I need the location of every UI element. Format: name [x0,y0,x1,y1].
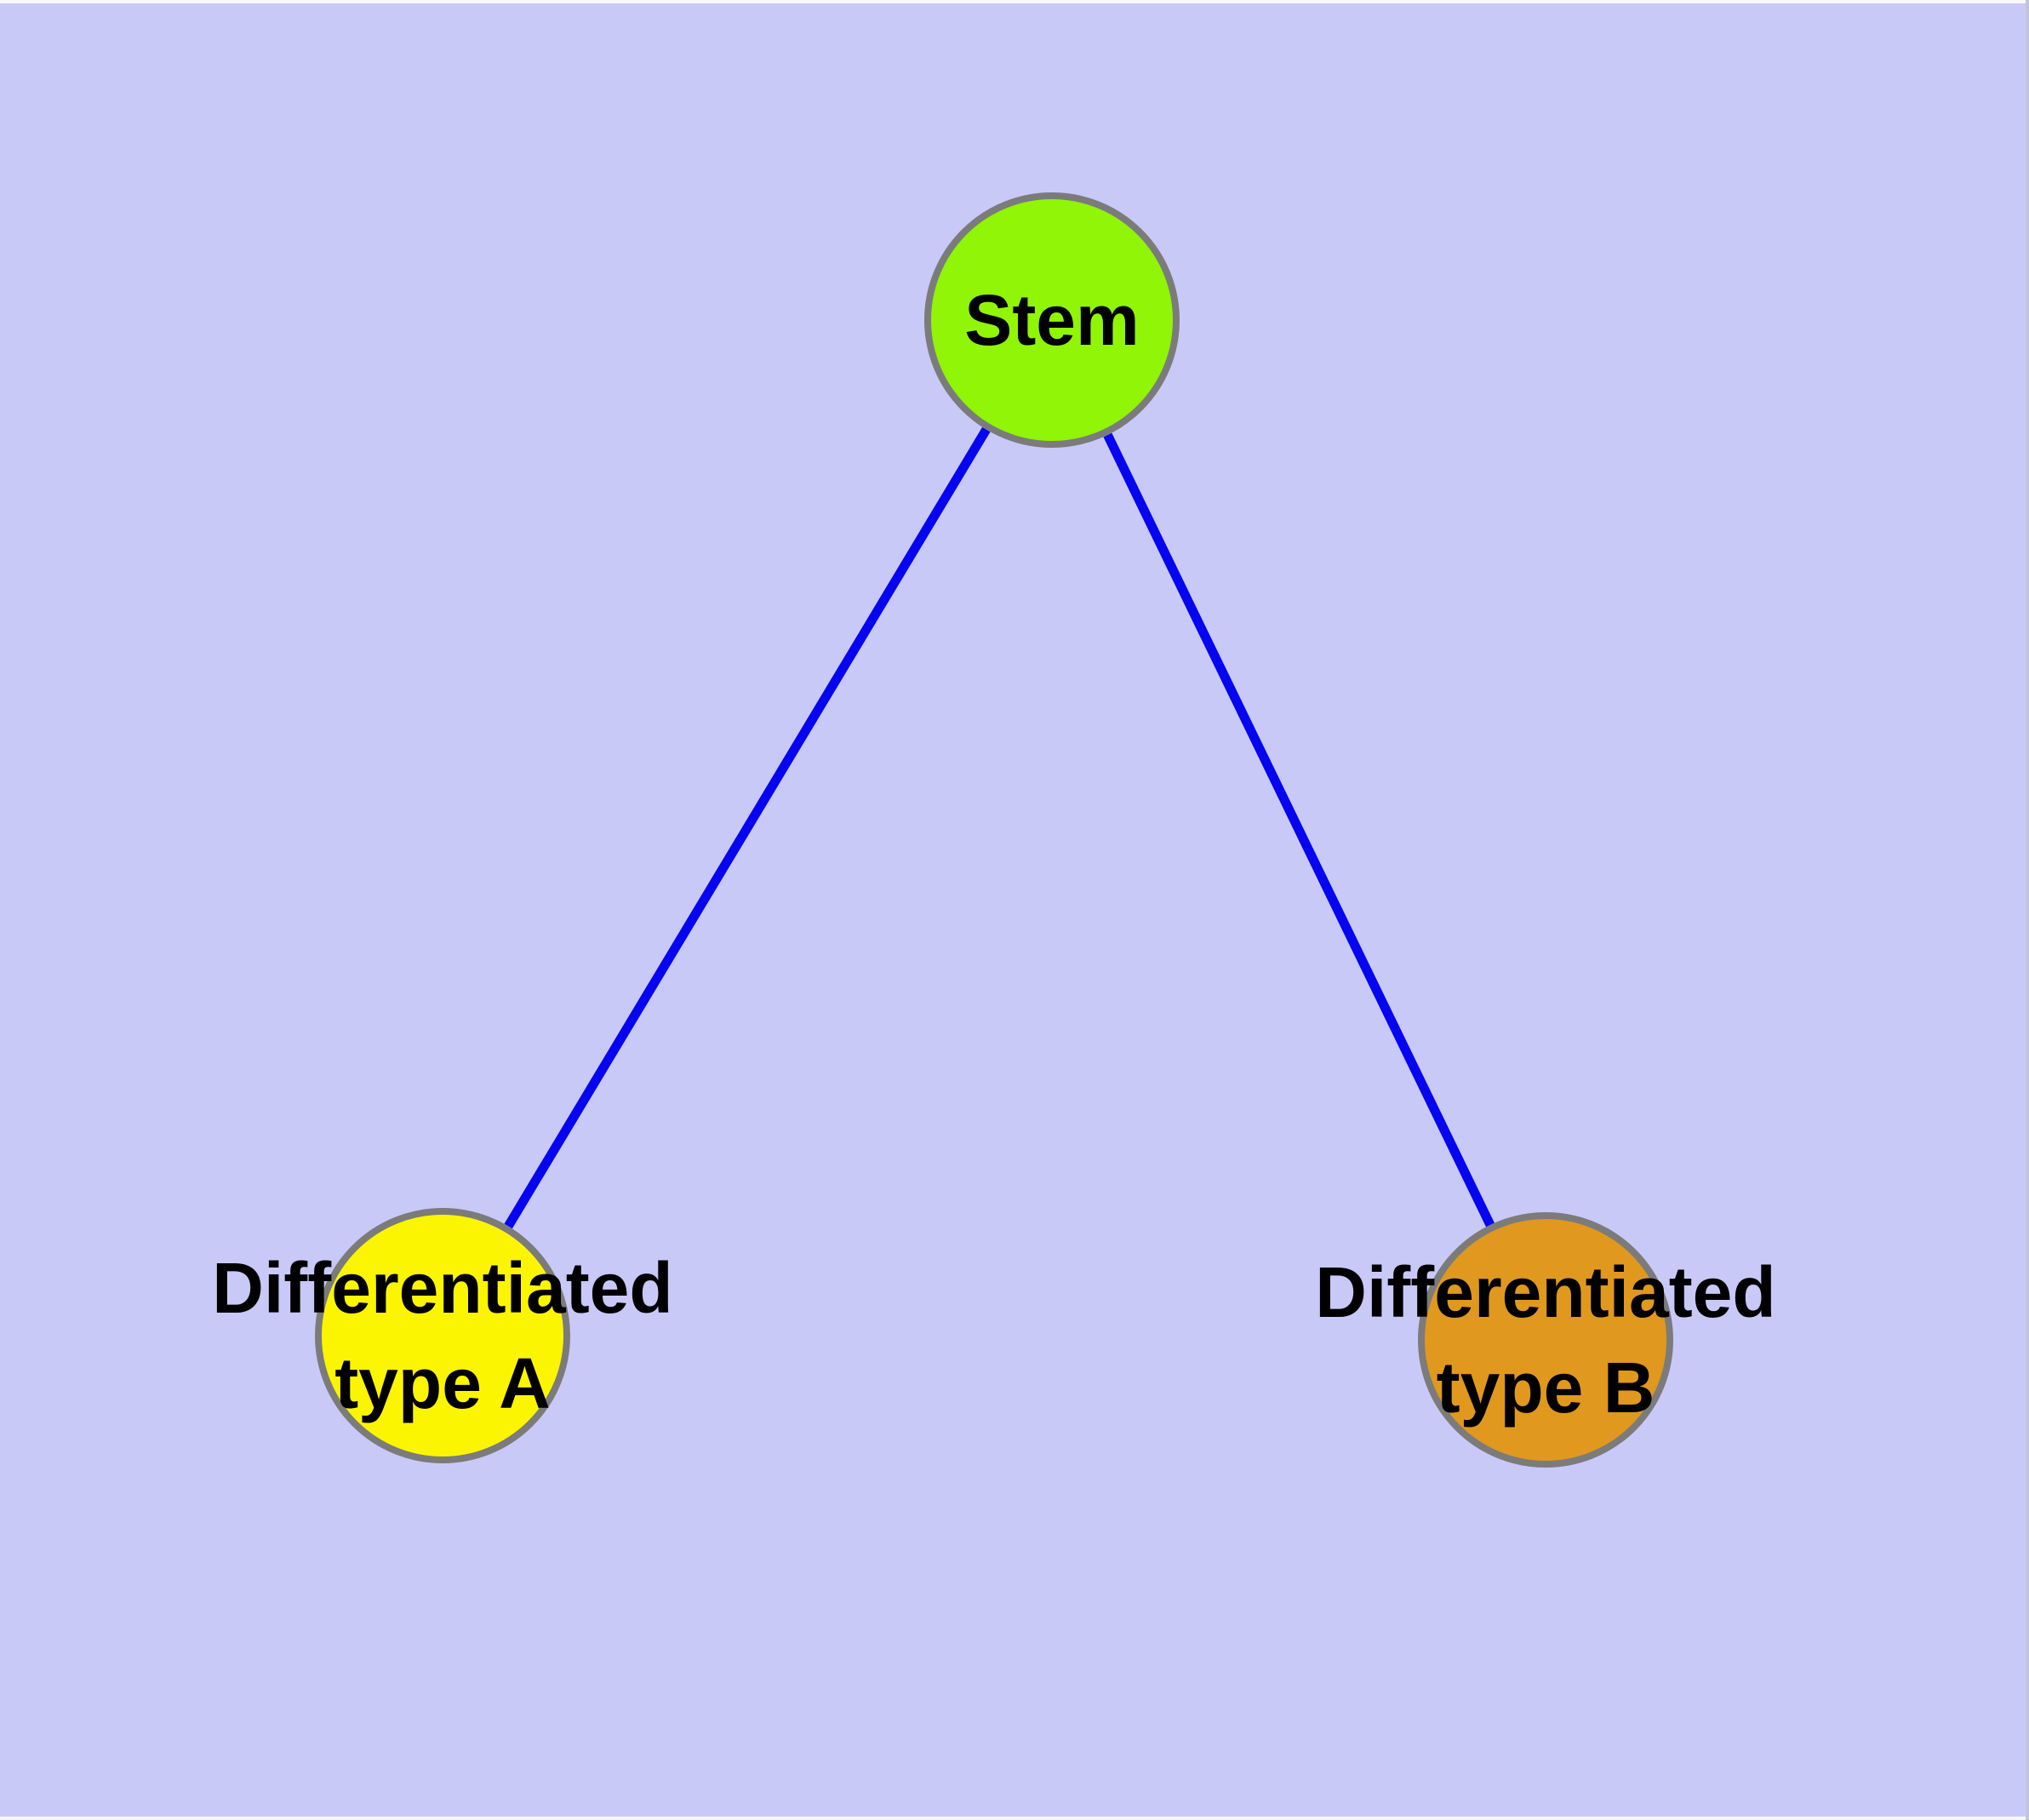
node-stem-label: Stem [964,272,1139,368]
window-edge-right [2026,0,2029,1820]
graph-canvas: Stem Differentiated type A Differentiate… [0,3,2029,1817]
node-differentiated-type-b: Differentiated type B [1315,1212,1776,1468]
window-edge-bottom [0,1817,2029,1820]
edges-layer [504,426,1495,1229]
window-edge-top [0,0,2029,3]
edge-stem-to-type-b [1103,432,1495,1228]
edge-stem-to-type-a [504,426,991,1229]
node-differentiated-type-a: Differentiated type A [212,1208,673,1463]
node-stem-label-line: Stem [964,280,1140,360]
node-stem: Stem [924,192,1180,448]
